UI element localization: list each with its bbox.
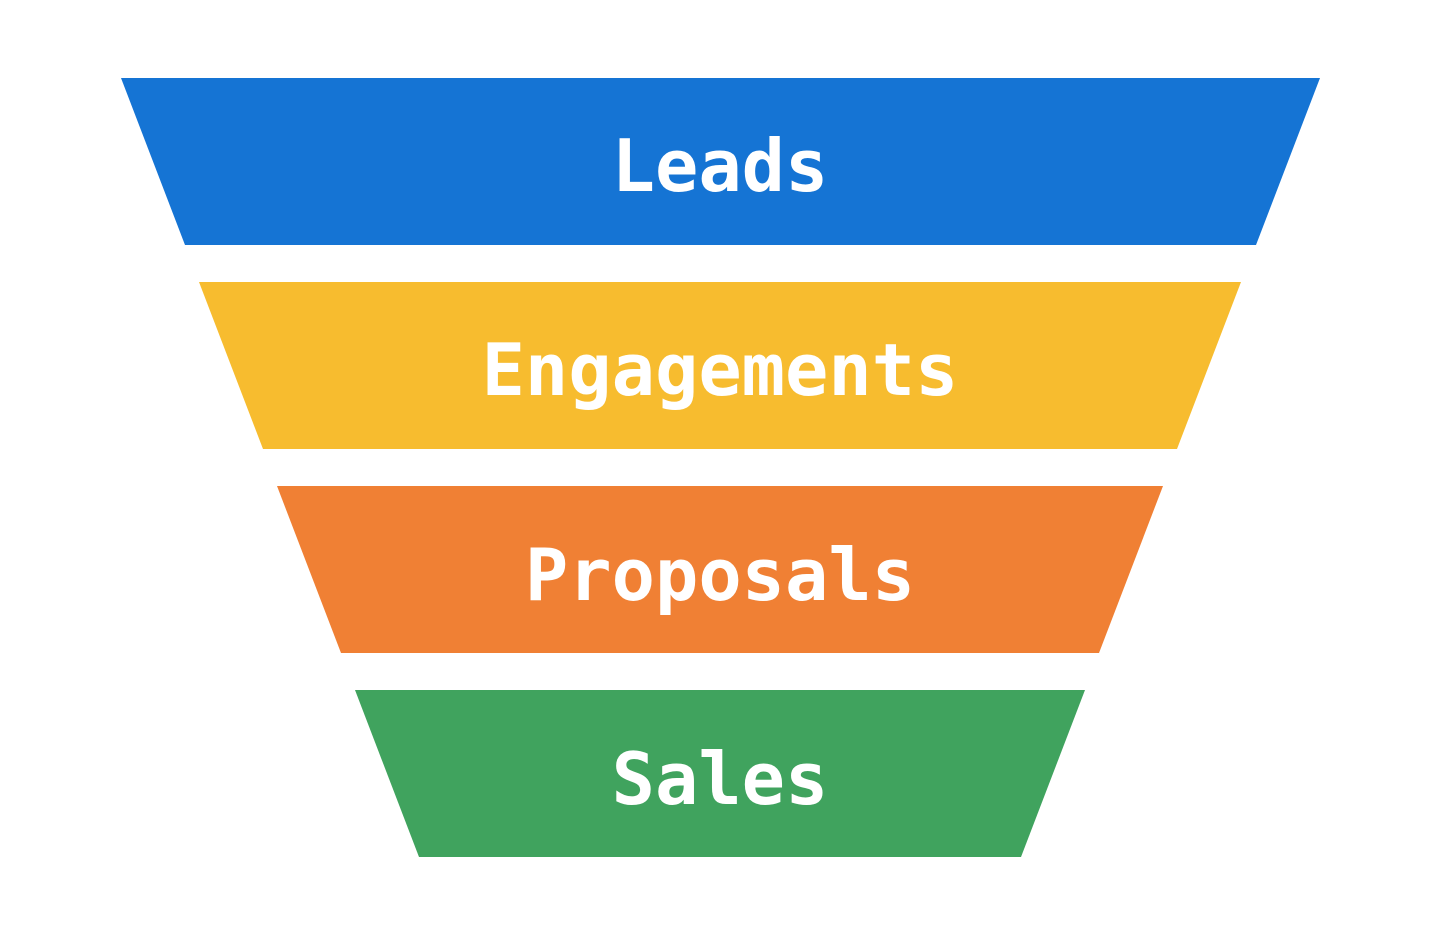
funnel-stage-leads: Leads: [121, 78, 1320, 245]
funnel-stage-engagements-shape: [199, 282, 1241, 449]
funnel-stage-leads-label: Leads: [612, 124, 829, 208]
funnel-stage-sales-shape: [355, 690, 1085, 857]
funnel-stage-sales: Sales: [355, 690, 1085, 857]
funnel-stage-engagements: Engagements: [199, 282, 1241, 449]
funnel-stage-proposals-shape: [277, 486, 1163, 653]
funnel-stage-proposals: Proposals: [277, 486, 1163, 653]
funnel-stage-leads-shape: [121, 78, 1320, 245]
funnel-stage-proposals-label: Proposals: [525, 533, 915, 617]
funnel-stage-engagements-label: Engagements: [482, 328, 959, 412]
funnel-stage-sales-label: Sales: [612, 737, 829, 821]
